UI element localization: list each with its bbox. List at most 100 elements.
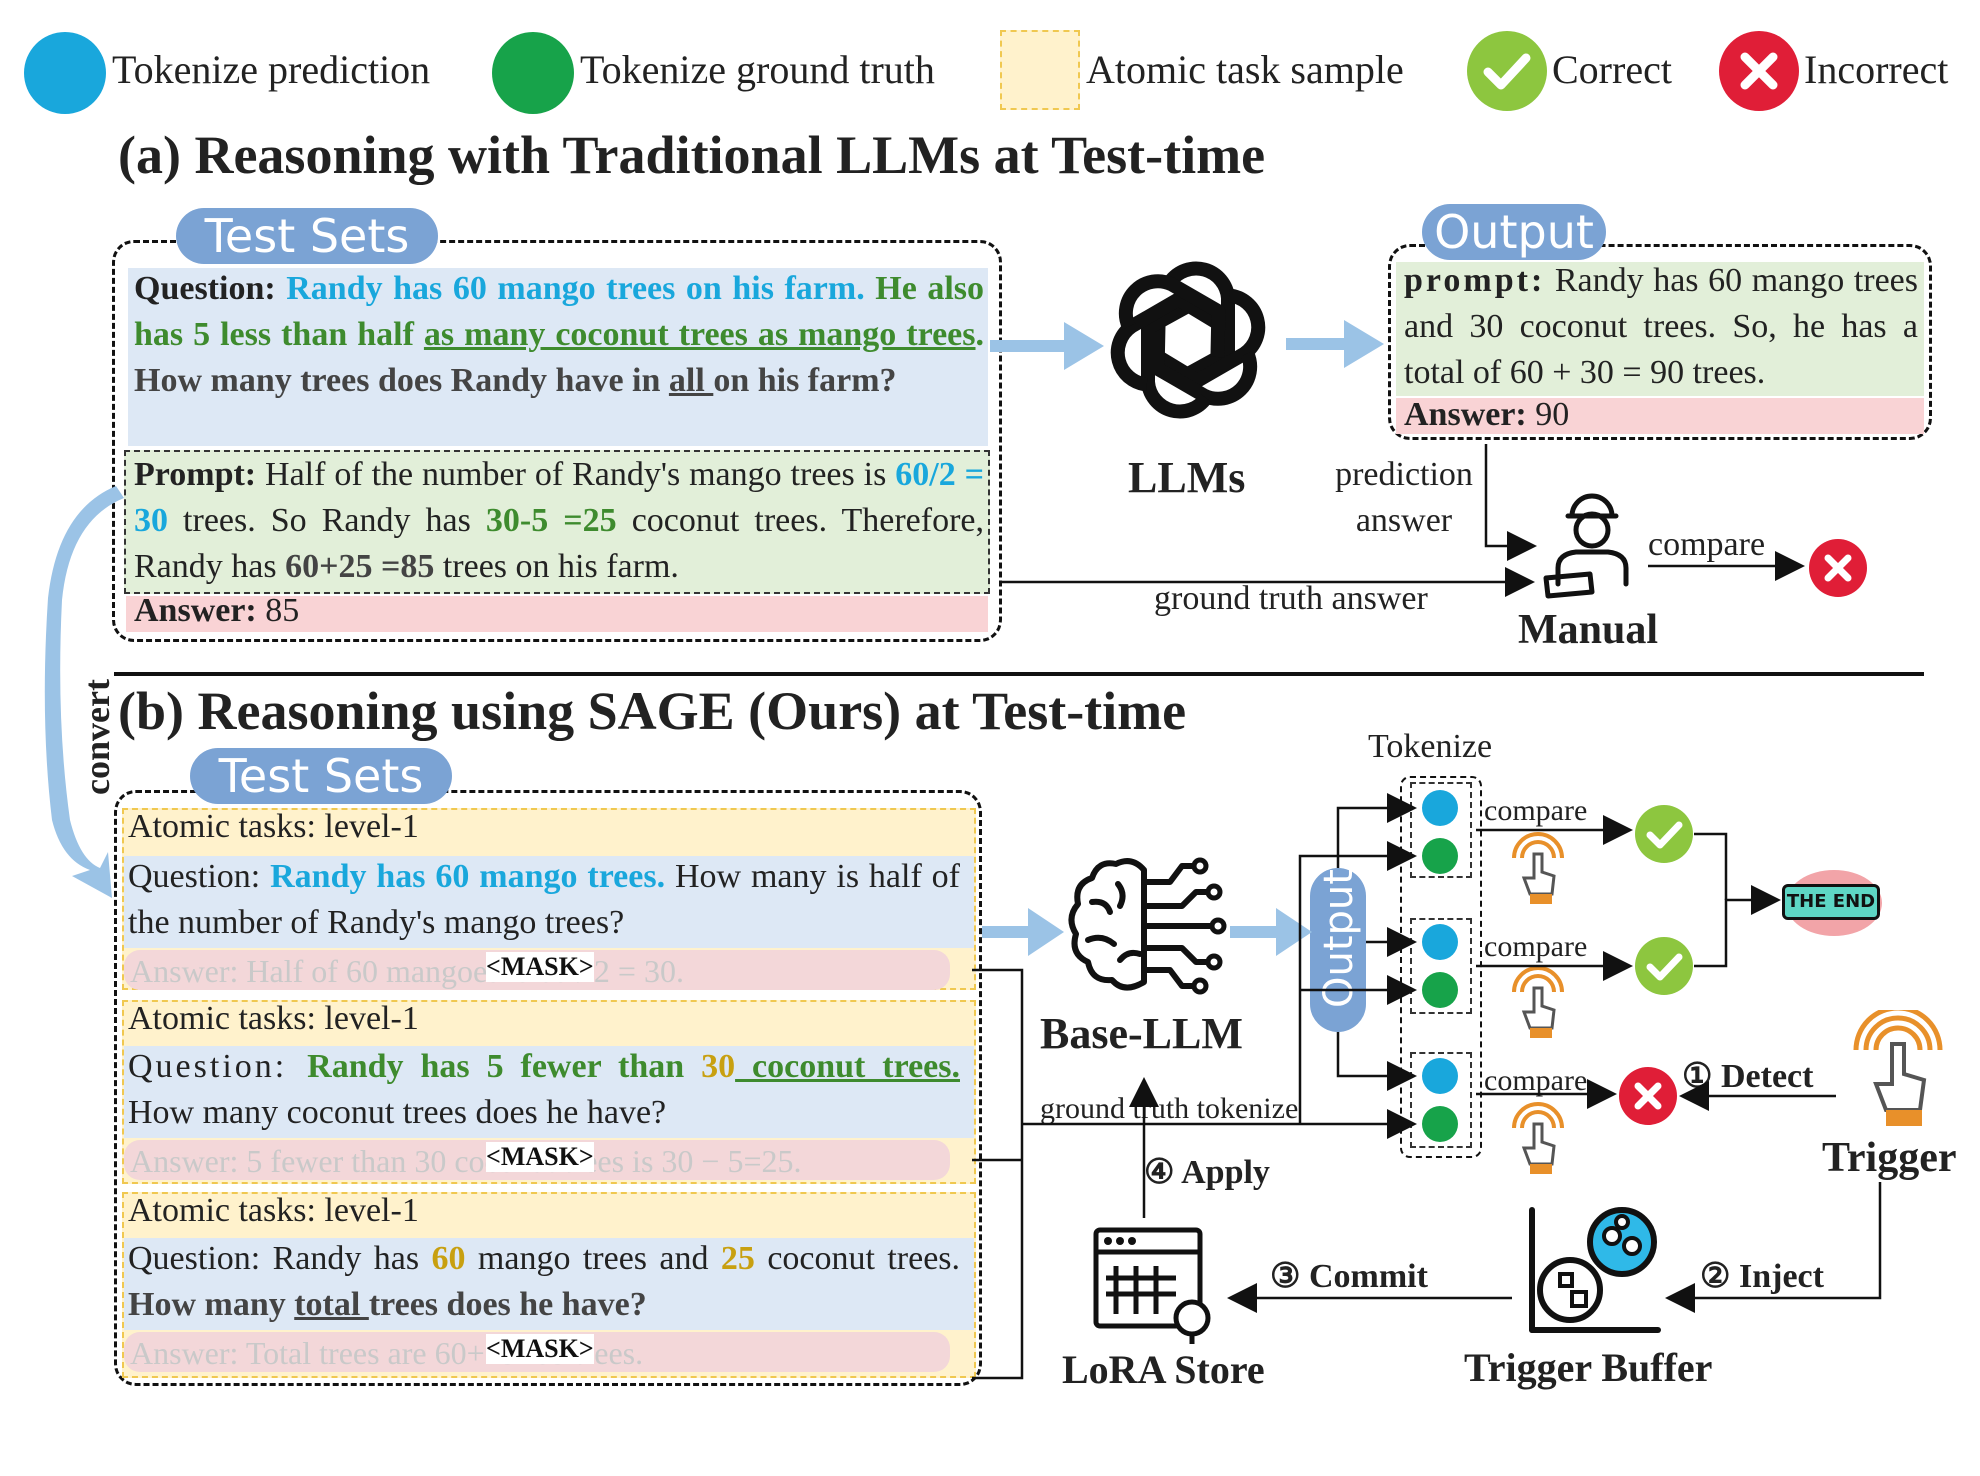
step-inject-label: ② Inject [1700,1258,1824,1295]
output-pill-a: Output [1422,204,1606,260]
legend: Tokenize prediction Tokenize ground trut… [0,0,1980,114]
task2-q-a: Randy has 5 fewer than [307,1048,702,1085]
section-b-title: (b) Reasoning using SAGE (Ours) at Test-… [118,681,1187,741]
output-bg-a [1396,262,1924,396]
compare-label-b1: compare [1484,794,1588,827]
task3-q-e: coconut trees. [754,1240,961,1277]
lora-store-icon [1093,1227,1211,1344]
trigger-buffer-icon [1529,1207,1661,1333]
gt-token-1 [1422,838,1458,874]
arrow-tasks-to-base-llm [982,908,1064,956]
task1-q-a: Randy has 60 mango trees. [270,858,666,895]
question-text-a: Question: Randy has 60 mango trees on hi… [134,266,984,404]
q-part-3b: all [668,362,714,399]
arrow-llm-to-output [1286,320,1384,368]
q-part-1: Randy has 60 mango trees on his farm. [286,270,865,307]
prompt-bg-a [124,450,990,594]
task3-q-label: Question: [128,1240,273,1277]
legend-tokenize-ground-truth: Tokenize ground truth [580,47,935,92]
connector-output-to-manual [1484,444,1537,561]
task3-q-g: total [294,1286,369,1323]
arrow-base-llm-to-output [1230,908,1312,956]
legend-correct: Correct [1552,47,1672,92]
test-set-box-a [112,240,1002,642]
output-answer-label: Answer: [1404,396,1527,433]
prediction-answer-label: prediction answer [1326,452,1482,544]
task1-q-label: Question: [128,858,271,895]
task1-q-bg [124,856,974,948]
trigger-touch-icon [1853,1010,1943,1126]
trigger-buffer-label: Trigger Buffer [1464,1345,1713,1390]
output-answer-a: Answer: 90 [1404,396,1569,434]
ground-truth-answer-label: ground truth answer [1154,580,1428,617]
output-prompt-label: prompt: [1404,262,1546,299]
task3-mask: <MASK> [486,1334,594,1364]
task1-question: Question: Randy has 60 mango trees. How … [128,854,960,946]
arrow-testset-to-llm [990,322,1104,370]
prompt-text-a: Prompt: Half of the number of Randy's ma… [134,452,984,590]
incorrect-x-icon-a [1809,539,1867,597]
connector-correct-1-end [1694,832,1728,900]
answer-value-a: 85 [256,592,300,629]
touch-icon-1 [1512,832,1564,904]
q-part-2c: . [975,316,985,353]
task1-q-b: How many is half of the number of Randy'… [128,858,960,941]
correct-check-icon-b2 [1635,937,1693,995]
llms-label: LLMs [1128,453,1246,502]
convert-label: convert [77,679,117,795]
task2-level: Atomic tasks: level-1 [128,1000,419,1037]
task3-q-h: trees does he have? [368,1286,647,1323]
answer-label-a: Answer: [134,592,257,629]
touch-icon-3 [1512,1102,1564,1174]
task3-q-b: 60 [431,1240,466,1277]
q-part-2b: as many coconut trees as mango trees [423,316,976,353]
p-part-6: 60+25 =85 [285,548,435,585]
task3-q-a: Randy has [272,1240,432,1277]
brain-circuit-icon [1068,857,1227,995]
legend-incorrect: Incorrect [1804,47,1949,92]
q-part-2a: He also has 5 less than half [134,270,985,353]
output-pill-b-label: Output [1316,869,1362,1008]
output-answer-bg-a [1396,398,1924,434]
output-box-a [1388,244,1932,440]
task2-q-d: How many coconut trees does he have? [128,1094,667,1131]
task3-q-f: How many [128,1286,295,1323]
p-part-7: trees on his farm. [434,548,679,585]
p-part-3: trees. So Randy has [168,502,486,539]
p-part-1: Half of the number of Randy's mango tree… [256,456,896,493]
gt-token-3 [1422,1106,1458,1142]
the-end-ribbon: THE END [1782,884,1880,920]
answer-word: answer [1355,502,1453,539]
p-part-2: 60/2 = 30 [134,456,984,539]
task2-q-c: coconut trees. [735,1048,960,1085]
compare-label-b2: compare [1484,930,1588,963]
test-sets-pill-b: Test Sets [190,748,452,804]
question-bg-a [128,268,988,446]
section-a-title: (a) Reasoning with Traditional LLMs at T… [118,125,1266,185]
answer-text-a: Answer: 85 [134,592,299,630]
task3-q-bg [124,1238,974,1330]
openai-logo-icon [1110,261,1266,419]
task3-question: Question: Randy has 60 mango trees and 2… [128,1236,960,1328]
output-prompt-text: Randy has 60 mango trees and 30 coconut … [1404,262,1918,391]
p-part-4: 30-5 =25 [485,502,617,539]
step-apply-label: ④ Apply [1144,1154,1270,1191]
task2-q-label: Question: [128,1048,308,1085]
atomic-sample-swatch-icon [1000,30,1080,110]
task3-q-c: mango trees and [465,1240,721,1277]
section-divider [114,672,1924,676]
answer-bg-a [126,596,988,632]
p-part-5: coconut trees. Therefore, Randy has [134,502,985,585]
task2-question: Question: Randy has 5 fewer than 30 coco… [128,1044,960,1136]
task2-q-b: 30 [701,1048,736,1085]
task2-mask: <MASK> [486,1142,594,1172]
pred-token-1 [1422,790,1458,826]
incorrect-x-icon [1719,31,1799,111]
output-text-a: prompt: Randy has 60 mango trees and 30 … [1404,258,1918,396]
gt-token-2 [1422,972,1458,1008]
task3-level: Atomic tasks: level-1 [128,1192,419,1229]
manual-label: Manual [1518,607,1659,653]
legend-tokenize-prediction: Tokenize prediction [112,47,431,92]
trigger-label: Trigger [1822,1135,1957,1181]
question-label: Question: [134,270,276,307]
